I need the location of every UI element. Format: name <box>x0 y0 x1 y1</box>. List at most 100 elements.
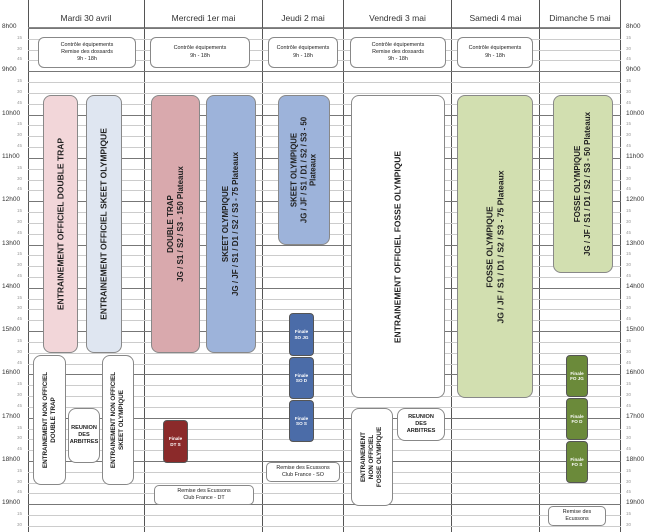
quarter-label-right: 45 <box>626 143 632 149</box>
event-title: NON OFFICIEL <box>368 434 376 480</box>
quarter-label-right: 15 <box>626 164 632 170</box>
event-entrainement-fosse[interactable]: ENTRAINEMENT OFFICIEL FOSSE OLYMPIQUE <box>351 95 445 398</box>
event-controle-jeudi[interactable]: Contrôle équipements 9h - 18h <box>268 37 338 68</box>
event-subtitle: SKEET OLYMPIQUE <box>118 390 125 450</box>
quarter-label-right: 30 <box>626 218 632 224</box>
event-controle-mercredi[interactable]: Contrôle équipements 9h - 18h <box>150 37 250 68</box>
event-ecussons-dimanche[interactable]: Remise des Ecussons <box>548 506 606 526</box>
quarter-label-left: 30 <box>17 88 23 94</box>
event-text: ARBITRES <box>406 428 436 435</box>
quarter-label-right: 30 <box>626 262 632 268</box>
column-divider <box>28 0 29 532</box>
quarter-label-left: 30 <box>17 478 23 484</box>
quarter-label-left: 15 <box>17 381 23 387</box>
quarter-label-right: 30 <box>626 478 632 484</box>
event-title: ENTRAINEMENT OFFICIEL FOSSE OLYMPIQUE <box>392 150 403 343</box>
quarter-label-right: 15 <box>626 294 632 300</box>
quarter-label-right: 30 <box>626 175 632 181</box>
quarter-label-left: 30 <box>17 218 23 224</box>
quarter-label-left: 30 <box>17 392 23 398</box>
event-title: ENTRAINEMENT OFFICIEL DOUBLE TRAP <box>55 137 66 311</box>
time-label-right: 19h00 <box>626 499 645 507</box>
event-entrainement-skeet[interactable]: ENTRAINEMENT OFFICIEL SKEET OLYMPIQUE <box>86 95 122 353</box>
column-divider <box>620 0 621 532</box>
event-title: ENTRAINEMENT NON OFFICIEL <box>110 371 118 469</box>
event-text: Club France - DT <box>183 495 225 501</box>
event-ecussons-dt[interactable]: Remise des Ecussons Club France - DT <box>154 485 254 505</box>
time-label-right: 11h00 <box>626 152 644 160</box>
quarter-label-left: 30 <box>17 175 23 181</box>
quarter-label-right: 30 <box>626 435 632 441</box>
time-label-left: 9h00 <box>2 66 17 74</box>
quarter-label-right: 45 <box>626 402 632 408</box>
time-label-left: 11h00 <box>2 152 20 160</box>
time-label-right: 15h00 <box>626 326 645 334</box>
event-ecussons-so[interactable]: Remise des Ecussons Club France - SO <box>266 462 340 482</box>
quarter-label-right: 45 <box>626 446 632 452</box>
time-label-left: 14h00 <box>2 282 21 290</box>
quarter-label-right: 15 <box>626 78 632 84</box>
quarter-label-left: 30 <box>17 348 23 354</box>
quarter-label-left: 15 <box>17 121 23 127</box>
event-reunion-arbitres-vendredi[interactable]: REUNION DES ARBITRES <box>397 408 445 441</box>
column-divider <box>262 0 263 532</box>
quarter-label-left: 30 <box>17 262 23 268</box>
hour-line <box>28 287 621 289</box>
day-header-vendredi: Vendredi 3 mai <box>344 9 451 28</box>
quarter-line <box>28 341 621 343</box>
event-title: ENTRAINEMENT <box>360 431 368 483</box>
quarter-label-right: 30 <box>626 521 632 527</box>
event-controle-mardi[interactable]: Contrôle équipements Remise des dossards… <box>38 37 136 68</box>
quarter-label-left: 15 <box>17 78 23 84</box>
quarter-line <box>28 482 621 484</box>
event-reunion-arbitres-mardi[interactable]: REUNION DES ARBITRES <box>68 408 100 463</box>
quarter-line <box>28 385 621 387</box>
event-subtitle: Plateaux <box>308 153 318 187</box>
quarter-label-right: 45 <box>626 99 632 105</box>
quarter-line <box>28 450 621 452</box>
event-subtitle: JG / JF / S1 / D1 / S2 / S3 - 75 Plateau… <box>495 169 505 324</box>
event-title: SKEET OLYMPIQUE <box>289 132 299 208</box>
quarter-label-right: 15 <box>626 251 632 257</box>
quarter-label-right: 45 <box>626 489 632 495</box>
quarter-label-left: 15 <box>17 424 23 430</box>
event-entrainement-double-trap[interactable]: ENTRAINEMENT OFFICIEL DOUBLE TRAP <box>43 95 78 353</box>
event-controle-samedi[interactable]: Contrôle équipements 9h - 18h <box>457 37 533 68</box>
hour-line <box>28 374 621 376</box>
quarter-label-left: 45 <box>17 143 23 149</box>
quarter-label-right: 45 <box>626 359 632 365</box>
event-text: DES <box>415 420 427 427</box>
event-text: Finale <box>570 456 584 462</box>
quarter-label-right: 45 <box>626 186 632 192</box>
event-text: 9h - 18h <box>293 52 313 59</box>
event-controle-vendredi[interactable]: Contrôle équipements Remise des dossards… <box>350 37 446 68</box>
time-label-right: 18h00 <box>626 456 645 463</box>
quarter-label-left: 15 <box>17 337 23 343</box>
column-divider <box>144 0 145 532</box>
quarter-label-right: 15 <box>626 34 632 40</box>
quarter-label-right: 15 <box>626 467 632 473</box>
day-header-mercredi: Mercredi 1er mai <box>145 9 262 28</box>
quarter-label-left: 45 <box>17 359 23 365</box>
quarter-line <box>28 309 621 311</box>
hour-line <box>28 331 621 333</box>
time-label-left: 17h00 <box>2 412 21 420</box>
event-text: Finale <box>570 413 584 419</box>
quarter-label-right: 15 <box>626 424 632 430</box>
